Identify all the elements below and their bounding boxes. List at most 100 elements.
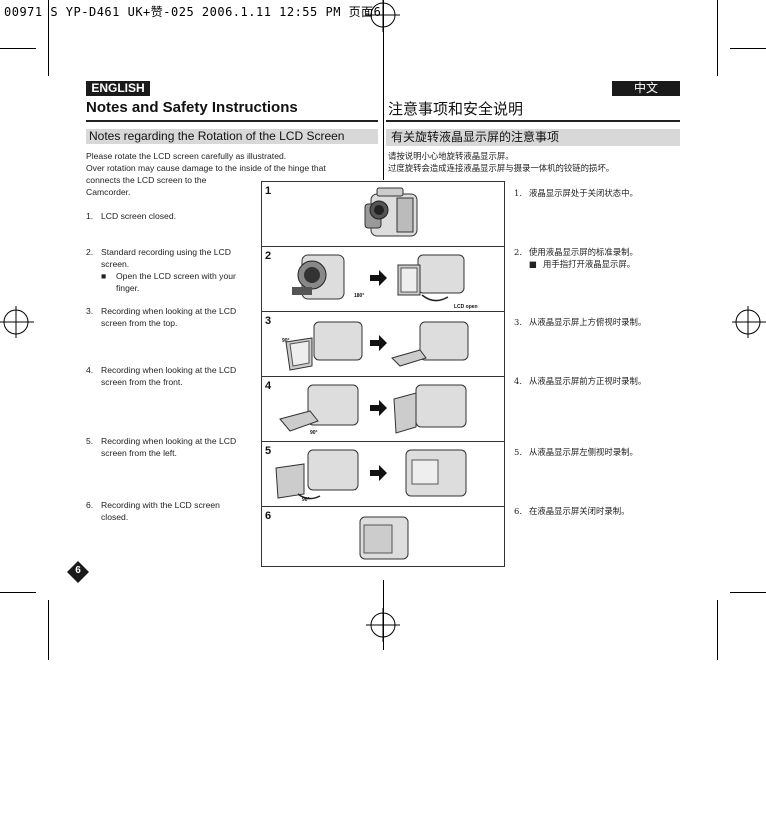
step-subtext: 用手指打开液晶显示屏。 [543,259,636,269]
step-number: 6. [514,506,522,516]
step-english-3: 3. Recording when looking at the LCD scr… [86,305,252,329]
step-text: Recording when looking at the LCD screen… [101,306,237,328]
intro-line: Camcorder. [86,187,131,197]
step-text: 从液晶显示屏左侧视时录制。 [529,447,638,457]
step-chinese-3: 3. 从液晶显示屏上方俯视时录制。 [514,316,684,328]
crop-mark [0,592,36,593]
camcorder-lcd-closed-icon [359,516,409,560]
step-number: 5. [86,436,94,446]
intro-line: 过度旋转会造成连接液晶显示屏与摄录一体机的铰链的损坏。 [388,163,615,173]
section-header-chinese: 有关旋转液晶显示屏的注意事项 [386,129,680,146]
panel-number: 5 [265,445,272,457]
print-header: 00971 S YP-D461 UK+赞-025 2006.1.11 12:55… [4,5,382,19]
arrow-right-icon [370,335,387,351]
step-text: 从液晶显示屏前方正视时录制。 [529,376,647,386]
camcorder-lcd-open-icon [397,254,465,302]
camcorder-lcd-up-icon [391,321,469,367]
figure-panel-6: 6 [262,507,504,566]
figure-panel-3: 3 90° [262,312,504,377]
figure-panel-2: 2 180° LCD open [262,247,504,312]
registration-mark-top [366,0,400,32]
angle-label: 180° [354,293,365,299]
step-text: Recording when looking at the LCD screen… [101,365,237,387]
camcorder-left-view-icon [275,449,359,500]
camcorder-closed-icon [364,187,418,237]
arrow-right-icon [370,270,387,286]
panel-number: 3 [265,315,272,327]
step-subitem: ■ Open the LCD screen with your finger. [101,270,252,294]
step-number: 3. [514,317,522,327]
step-chinese-4: 4. 从液晶显示屏前方正视时录制。 [514,375,684,387]
center-line [383,0,384,180]
crop-mark [48,0,49,76]
step-text: 液晶显示屏处于关闭状态中。 [529,188,638,198]
arrow-right-icon [370,465,387,481]
lcd-open-label: LCD open [454,304,478,310]
step-chinese-2: 2. 使用液晶显示屏的标准录制。 ■ 用手指打开液晶显示屏。 [514,246,684,270]
panel-number: 1 [265,185,272,197]
step-english-2: 2. Standard recording using the LCD scre… [86,246,252,294]
intro-chinese: 请按说明小心地旋转液晶显示屏。 过度旋转会造成连接液晶显示屏与摄录一体机的铰链的… [388,150,683,174]
angle-label: 90° [302,497,310,503]
step-number: 6. [86,500,94,510]
lcd-rotation-figure: 1 2 180° LCD open 3 [261,181,505,567]
title-rule-chinese [386,120,680,122]
crop-mark [717,600,718,660]
registration-mark-bottom [366,608,400,642]
camcorder-top-view-icon [285,321,363,371]
step-number: 3. [86,306,94,316]
english-tag: ENGLISH [86,81,150,96]
step-text: Recording when looking at the LCD screen… [101,436,237,458]
angle-label: 90° [310,430,318,436]
panel-number: 2 [265,250,272,262]
intro-line: connects the LCD screen to the [86,175,207,185]
step-subitem: ■ 用手指打开液晶显示屏。 [529,258,684,270]
step-number: 4. [86,365,94,375]
step-english-5: 5. Recording when looking at the LCD scr… [86,435,252,459]
step-chinese-6: 6. 在液晶显示屏关闭时录制。 [514,505,684,517]
step-number: 2. [86,247,94,257]
registration-mark-left [0,306,34,338]
step-english-6: 6. Recording with the LCD screen closed. [86,499,246,523]
section-header-english: Notes regarding the Rotation of the LCD … [86,129,378,144]
page-title-english: Notes and Safety Instructions [86,99,298,116]
step-number: 2. [514,247,522,257]
step-english-4: 4. Recording when looking at the LCD scr… [86,364,252,388]
panel-number: 6 [265,510,272,522]
step-number: 1. [514,188,522,198]
crop-mark [0,48,36,49]
figure-panel-5: 5 90° [262,442,504,507]
step-text: 在液晶显示屏关闭时录制。 [529,506,630,516]
camcorder-front-view-icon [279,384,359,432]
step-number: 1. [86,211,94,221]
step-chinese-5: 5. 从液晶显示屏左侧视时录制。 [514,446,684,458]
camcorder-front-icon [292,254,345,300]
camcorder-lcd-back-icon [405,449,467,497]
chinese-tag: 中文 [612,81,680,96]
camcorder-lcd-front-icon [393,384,467,434]
step-text: Standard recording using the LCD screen. [101,247,231,269]
intro-line: 请按说明小心地旋转液晶显示屏。 [388,151,514,161]
title-rule-english [86,120,378,122]
page-number: 6 [75,565,81,576]
angle-label: 90° [282,338,290,344]
step-english-1: 1. LCD screen closed. [86,210,252,222]
crop-mark [730,592,766,593]
bullet-icon: ■ [529,259,537,269]
step-subtext: Open the LCD screen with your finger. [116,271,236,293]
page-title-chinese: 注意事项和安全说明 [388,100,524,118]
page-number-badge [67,561,89,583]
step-text: LCD screen closed. [101,211,176,221]
registration-mark-right [732,306,766,338]
step-text: Recording with the LCD screen closed. [101,500,220,522]
intro-line: Please rotate the LCD screen carefully a… [86,151,287,161]
figure-panel-1: 1 [262,182,504,247]
step-number: 5. [514,447,522,457]
intro-english: Please rotate the LCD screen carefully a… [86,150,376,198]
step-text: 从液晶显示屏上方俯视时录制。 [529,317,647,327]
bullet-icon: ■ [101,271,107,281]
figure-panel-4: 4 90° [262,377,504,442]
crop-mark [48,600,49,660]
step-chinese-1: 1. 液晶显示屏处于关闭状态中。 [514,187,684,199]
panel-number: 4 [265,380,272,392]
